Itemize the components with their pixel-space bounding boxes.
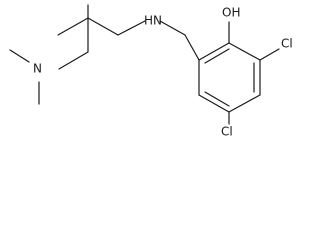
atom-label-nh: HN	[144, 14, 162, 28]
atom-label-n: N	[33, 62, 42, 76]
bond-ch2-to-nh	[159, 20, 186, 36]
bond-ring-to-cl-right	[259, 48, 280, 61]
atom-label-oh: OH	[222, 6, 240, 20]
ring-bond-2	[228, 42, 261, 61]
ring-bond-4	[228, 94, 261, 113]
atom-labels: OH HN N Cl Cl	[33, 6, 293, 139]
bond-ch2-to-ring	[184, 34, 200, 61]
ring-double-bond-bottom-left	[204, 91, 230, 107]
chemical-structure-diagram: OH HN N Cl Cl	[9, 4, 293, 139]
ring-bond-1	[198, 42, 230, 61]
bond-n-to-methyl-left	[9, 49, 30, 63]
bond-quat-to-methyl-left	[57, 17, 89, 36]
atom-label-cl-right: Cl	[281, 37, 293, 51]
bond-group-chain	[9, 4, 186, 105]
bond-ch2-to-n-dimethyl	[58, 51, 89, 70]
bond-nh-to-ch2	[117, 20, 146, 36]
bond-ch2-to-quat	[87, 17, 119, 36]
atom-label-cl-bottom: Cl	[221, 125, 233, 139]
ring-double-bond-top-left	[204, 48, 230, 64]
ring-bond-5	[198, 94, 230, 113]
bond-group-ring	[184, 21, 280, 125]
